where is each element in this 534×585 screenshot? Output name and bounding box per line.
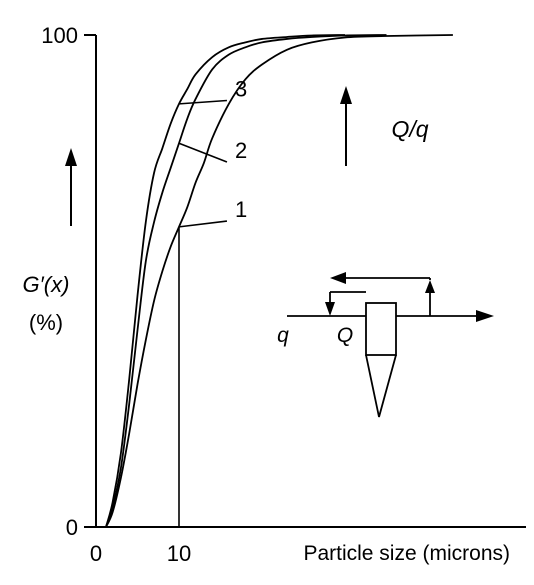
leader-line-3 [178,99,228,105]
return-up-arrow-head [425,280,435,293]
curve-label-1: 1 [235,197,247,222]
curve-2 [105,34,387,528]
classifier-schematic [287,272,494,418]
y-axis-unit: (%) [29,310,63,335]
y-tick-label-0: 0 [66,515,78,540]
curve-3 [105,34,346,528]
curve-1 [105,34,453,528]
inset-label-Q: Q [337,324,353,347]
curve-label-3: 3 [235,77,247,102]
leader-line-1 [178,220,228,228]
ratio-arrow-head [340,86,352,104]
return-left-arrow-head [330,272,346,284]
x-tick-label-10: 10 [167,541,191,566]
outlet-arrow-head [476,310,494,322]
y-axis-label-main: G′(x) [23,272,70,297]
x-tick-label-0: 0 [90,541,102,566]
y-tick-label-100: 100 [41,23,78,48]
classifier-body [365,302,397,356]
classifier-cone [365,354,397,418]
y-axis-label: G′(x) [23,272,70,297]
ratio-label: Q/q [391,116,428,142]
return-down-arrow-head [325,302,335,316]
curve-label-2: 2 [235,138,247,163]
curves: 3 2 1 [105,34,453,528]
inset-label-q: q [277,324,289,347]
y-label-arrow-head [65,148,77,166]
x-axis-label: Particle size (microns) [303,542,510,565]
leader-line-2 [178,142,228,163]
